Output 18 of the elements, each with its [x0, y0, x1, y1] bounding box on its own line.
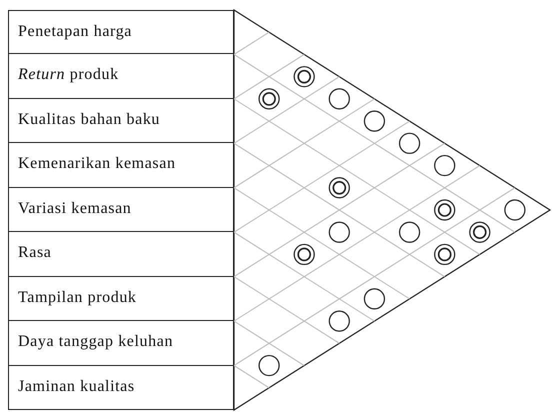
attribute-cell: [8, 98, 234, 144]
attribute-label: Rasa: [18, 244, 52, 262]
attribute-label: Daya tanggap keluhan: [18, 333, 174, 352]
attribute-cell: [8, 142, 234, 188]
attribute-cell: [8, 186, 234, 232]
attribute-label: Kemenarikan kemasan: [18, 155, 176, 174]
attribute-cell: [8, 231, 234, 277]
attribute-cell: [8, 276, 234, 322]
attribute-label: Tampilan produk: [18, 288, 137, 307]
attribute-label: Kualitas bahan baku: [18, 110, 160, 129]
attribute-cell: [8, 320, 234, 366]
attribute-label: Penetapan harga: [18, 23, 132, 41]
attribute-cell: [8, 364, 234, 410]
attribute-label: Return produk: [18, 66, 119, 84]
attribute-cell: [8, 53, 234, 99]
attribute-label: Jaminan kualitas: [18, 378, 135, 396]
attribute-cell: [8, 10, 234, 54]
attribute-label: Variasi kemasan: [18, 200, 132, 218]
